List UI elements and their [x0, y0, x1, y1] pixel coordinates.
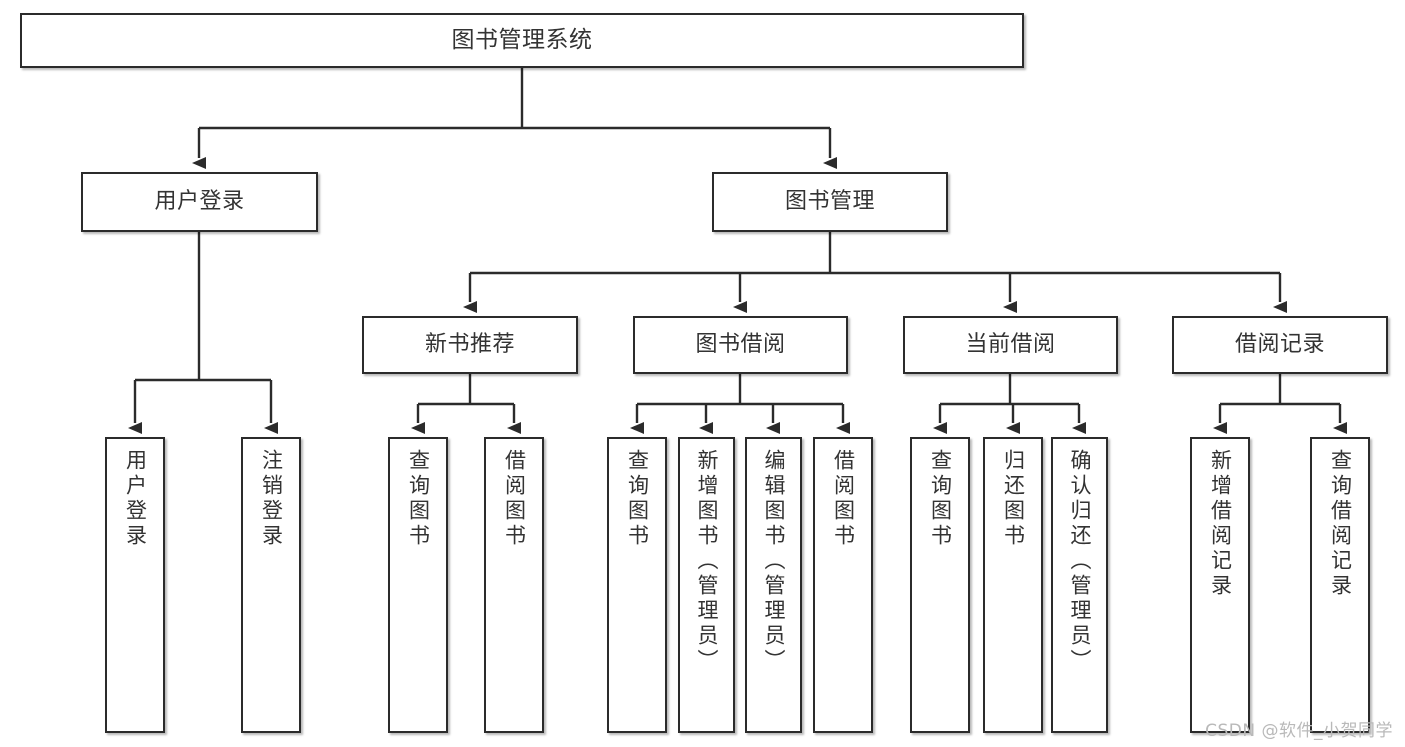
- link-newbook-to-leaves: [411, 374, 521, 434]
- leaf-add-record[interactable]: 新增借阅记录: [1190, 437, 1250, 733]
- node-user-login[interactable]: 用户登录: [81, 172, 318, 232]
- leaf-user-logout[interactable]: 注销登录: [241, 437, 301, 733]
- leaf-query-book-cur-label: 查询图书: [928, 449, 953, 549]
- leaf-edit-book-label: 编辑图书（管理员）: [762, 449, 786, 674]
- leaf-add-record-label: 新增借阅记录: [1208, 449, 1233, 599]
- node-book-manage[interactable]: 图书管理: [712, 172, 948, 232]
- node-borrow-record[interactable]: 借阅记录: [1172, 316, 1388, 374]
- node-new-book-recommend-label: 新书推荐: [424, 332, 515, 358]
- node-borrow-record-label: 借阅记录: [1234, 332, 1325, 358]
- leaf-add-book-label: 新增图书（管理员）: [695, 449, 719, 674]
- leaf-query-book-bor-label: 查询图书: [625, 449, 650, 549]
- node-root-label: 图书管理系统: [451, 26, 593, 53]
- leaf-query-book-bor[interactable]: 查询图书: [607, 437, 667, 733]
- leaf-user-login[interactable]: 用户登录: [105, 437, 165, 733]
- leaf-borrow-book-bor-label: 借阅图书: [831, 449, 856, 549]
- link-root-to-level2: [192, 68, 837, 169]
- leaf-user-login-label: 用户登录: [123, 449, 148, 549]
- watermark: CSDN @软件_小贺同学: [1205, 721, 1393, 741]
- link-bookmanage-to-level3: [463, 232, 1287, 313]
- leaf-borrow-book-bor[interactable]: 借阅图书: [813, 437, 873, 733]
- leaf-query-record[interactable]: 查询借阅记录: [1310, 437, 1370, 733]
- leaf-return-book[interactable]: 归还图书: [983, 437, 1043, 733]
- leaf-query-book-rec[interactable]: 查询图书: [388, 437, 448, 733]
- leaf-edit-book[interactable]: 编辑图书（管理员）: [745, 437, 802, 733]
- node-current-borrow[interactable]: 当前借阅: [903, 316, 1118, 374]
- leaf-borrow-book-rec-label: 借阅图书: [502, 449, 527, 549]
- leaf-query-book-cur[interactable]: 查询图书: [910, 437, 970, 733]
- leaf-confirm-return[interactable]: 确认归还（管理员）: [1051, 437, 1108, 733]
- node-book-manage-label: 图书管理: [784, 189, 875, 215]
- link-bookborrow-to-leaves: [630, 374, 850, 434]
- node-root[interactable]: 图书管理系统: [20, 13, 1024, 68]
- leaf-confirm-return-label: 确认归还（管理员）: [1068, 449, 1092, 674]
- node-current-borrow-label: 当前借阅: [965, 332, 1056, 358]
- leaf-return-book-label: 归还图书: [1001, 449, 1026, 549]
- link-currentborrow-to-leaves: [933, 374, 1086, 434]
- node-new-book-recommend[interactable]: 新书推荐: [362, 316, 578, 374]
- leaf-query-book-rec-label: 查询图书: [406, 449, 431, 549]
- leaf-query-record-label: 查询借阅记录: [1328, 449, 1353, 599]
- leaf-user-logout-label: 注销登录: [259, 449, 284, 549]
- node-book-borrow-label: 图书借阅: [695, 332, 786, 358]
- leaf-borrow-book-rec[interactable]: 借阅图书: [484, 437, 544, 733]
- link-borrowrecord-to-leaves: [1213, 374, 1347, 434]
- node-user-login-label: 用户登录: [154, 189, 245, 215]
- link-userlogin-to-leaves: [128, 232, 278, 434]
- node-book-borrow[interactable]: 图书借阅: [633, 316, 848, 374]
- leaf-add-book[interactable]: 新增图书（管理员）: [678, 437, 735, 733]
